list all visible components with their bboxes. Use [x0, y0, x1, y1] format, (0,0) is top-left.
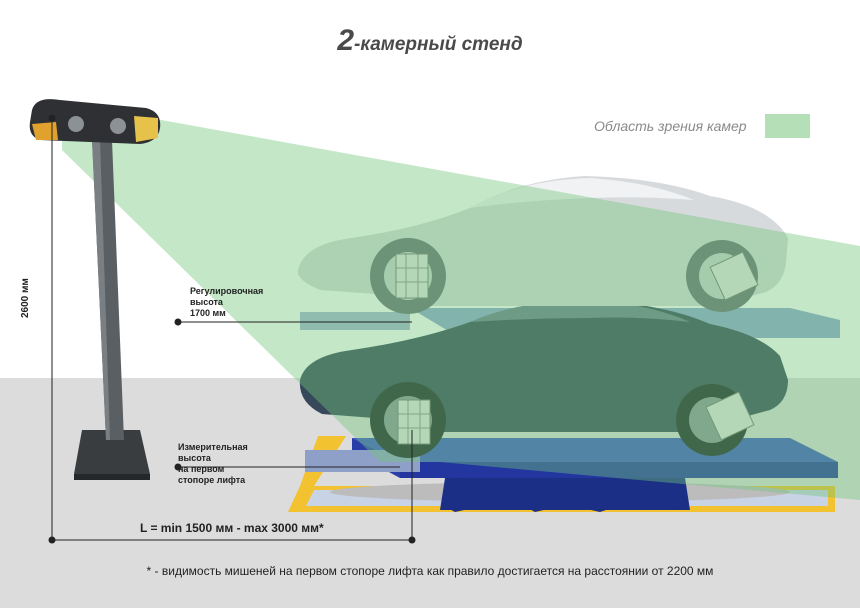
camera-height-label: 2600 мм: [20, 278, 31, 318]
adjust-height-line2: высота: [190, 297, 223, 307]
title-number: 2: [337, 24, 355, 57]
measure-height-line2: высота: [178, 453, 211, 463]
footnote: * - видимость мишеней на первом стопоре …: [146, 564, 714, 578]
page-title: 2-камерный стенд: [0, 24, 860, 58]
dimension-lines: [48, 114, 416, 544]
measure-height-line4: стопоре лифта: [178, 475, 246, 485]
camera-head: [29, 99, 161, 144]
wheel-targets: [395, 251, 759, 445]
distance-label: L = min 1500 мм - max 3000 мм*: [140, 521, 324, 535]
measure-height-line1: Измерительная: [178, 442, 248, 452]
adjust-height-line1: Регулировочная: [190, 286, 264, 296]
scissor-lift-mechanism: [440, 472, 690, 512]
adjust-height-line3: 1700 мм: [190, 308, 226, 318]
measure-height-line3: на первом: [178, 464, 225, 474]
legend-swatch: [765, 114, 810, 138]
adjust-height-label: Регулировочная высота 1700 мм: [190, 286, 263, 319]
camera-field-of-view: [62, 118, 860, 500]
legend-label: Область зрения камер: [594, 118, 747, 134]
title-text: -камерный стенд: [354, 34, 523, 55]
target-grid: [396, 254, 430, 444]
measure-height-label: Измерительная высота на первом стопоре л…: [178, 442, 248, 486]
camera-post: [74, 140, 150, 480]
